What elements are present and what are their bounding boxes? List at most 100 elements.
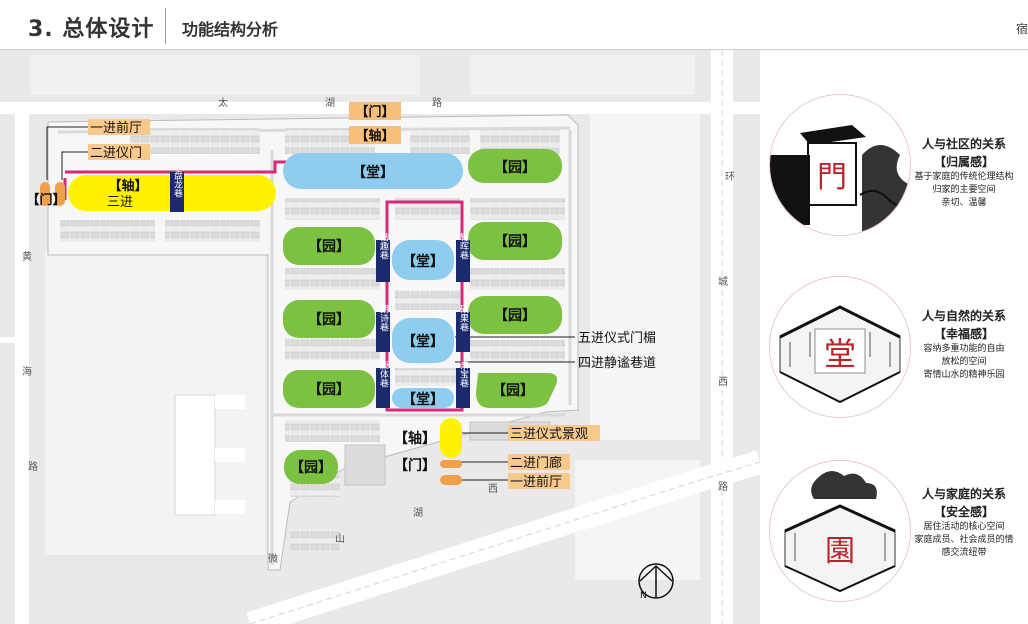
panel-3-desc-2: 家庭成员、社会成员的情: [914, 535, 1014, 545]
garden-roofline: [784, 504, 896, 533]
relationship-panels: 門 人与社区的关系 【归属感】 基于家庭的传统伦理结构 归家的主要空间 亲切、温…: [760, 50, 1028, 624]
alley-xiequ: 谐趣巷: [378, 232, 389, 259]
garden-illustration: 園: [770, 461, 910, 601]
tang-mid1-label: 【堂】: [402, 253, 444, 270]
tang-mid2: [392, 318, 454, 363]
courtyard-inner: [814, 328, 866, 374]
alley-shuoguo: 硕果巷: [458, 304, 469, 331]
alley-qinbao: 亲宝巷: [458, 359, 469, 387]
zhou-south: [440, 418, 462, 458]
qianting-south-bar: [440, 475, 462, 485]
compass-icon: N: [638, 563, 674, 601]
alley-kangti-bar: [376, 368, 390, 408]
road-huan: 环: [725, 172, 735, 183]
men-left-a: [40, 182, 50, 206]
road-lu-left: 路: [28, 460, 38, 473]
east-plot: [590, 110, 700, 440]
alley-langshi: 朗诗巷: [378, 303, 389, 331]
sanjin-label: 三进: [107, 195, 133, 210]
road-tai: 太: [218, 96, 228, 109]
yuan-1-label: 【园】: [494, 160, 536, 176]
alley-qinghui: 轻晖巷: [458, 231, 469, 259]
building-c5: [395, 290, 460, 310]
panel-1-illustration: 門: [769, 94, 911, 236]
tang-bot-label: 【堂】: [402, 391, 444, 408]
west-e-building: [174, 394, 216, 516]
road-hu2: 湖: [413, 507, 423, 519]
leader-c2: [61, 151, 88, 180]
panel-2-title: 人与自然的关系: [921, 309, 1006, 323]
panel-1-title: 人与社区的关系: [921, 137, 1006, 151]
header-divider: [165, 8, 166, 44]
zhou-main-label: 【轴】: [108, 178, 147, 194]
panel-3-title: 人与家庭的关系: [921, 487, 1006, 501]
building-c1: [285, 198, 380, 220]
tang-top-label: 【堂】: [352, 164, 394, 181]
garden-front: [784, 565, 896, 593]
men-top-label: 【门】: [355, 104, 394, 120]
yuan-3-label: 【园】: [494, 234, 536, 250]
road-lu-right: 路: [718, 480, 728, 493]
header-rule: [0, 49, 1028, 50]
yuan-7-label: 【园】: [492, 383, 534, 399]
callout-c3: 五进仪式门楣: [578, 331, 656, 346]
road-hu: 湖: [325, 97, 335, 109]
building-n3: [410, 128, 470, 154]
zhou-south-label: 【轴】: [394, 430, 436, 447]
alley-panlong: 盘龙巷: [172, 169, 183, 197]
panel-1-desc-2: 归家的主要空间: [932, 185, 996, 195]
glyph-yuan: 園: [825, 534, 855, 569]
leader-c1: [46, 126, 88, 180]
header-cut-text: 宿: [1016, 22, 1028, 36]
gate-shadow: [770, 155, 810, 225]
callout-c1-bg: [88, 119, 150, 135]
compass-north-label: N: [640, 591, 647, 601]
road-hai: 海: [22, 365, 32, 378]
panel-2-desc-2: 放松的空间: [941, 357, 987, 367]
panel-1-text: 人与社区的关系 【归属感】 基于家庭的传统伦理结构 归家的主要空间 亲切、温馨: [900, 135, 1028, 210]
yuan-5: [468, 296, 562, 334]
yuan-5-label: 【园】: [494, 308, 536, 324]
panel-3-desc-1: 居住活动的核心空间: [923, 522, 1005, 532]
building-c3: [285, 338, 380, 360]
road-cheng: 城: [718, 276, 728, 288]
yuan-8: [284, 450, 338, 484]
building-n1: [130, 128, 260, 154]
road-labels: 太 湖 路 黄 海 路 环 城 西 路 西 湖 山 微: [22, 96, 735, 565]
garden-columns: [794, 533, 886, 561]
gate-illustration: 門: [770, 95, 910, 235]
callout-c5-bg: [508, 425, 600, 441]
callout-c7: 一进前厅: [510, 474, 562, 490]
gate-wall: [807, 142, 857, 206]
glyph-tang: 堂: [824, 335, 856, 373]
panel-3-feeling: 【安全感】: [933, 505, 994, 519]
courtyard-roofline: [779, 305, 901, 339]
zhou-top-box: [349, 126, 401, 144]
panel-2-illustration: 堂: [769, 276, 911, 418]
panel-3-desc-3: 感交流纽带: [941, 548, 987, 558]
building-c6: [395, 368, 460, 386]
panel-1-desc-1: 基于家庭的传统伦理结构: [914, 172, 1014, 182]
men-south-label: 【门】: [394, 457, 436, 474]
callout-c4: 四进静谧巷道: [578, 356, 656, 371]
men-top-box: [349, 102, 401, 120]
men-left-label: 【门】: [26, 192, 65, 208]
callout-labels: 一进前厅 二进仪门 五进仪式门楣 四进静谧巷道 三进仪式景观 二进门廊 一进前厅: [88, 119, 656, 490]
west-e-bar-3: [215, 500, 245, 514]
courtyard-columns: [789, 332, 891, 367]
road-shan: 山: [335, 533, 345, 545]
road-xi: 西: [718, 377, 728, 388]
panel-1-desc-3: 亲切、温馨: [941, 198, 987, 208]
panel-3-text: 人与家庭的关系 【安全感】 居住活动的核心空间 家庭成员、社会成员的情 感交流纽…: [900, 485, 1028, 560]
building-c2: [285, 268, 380, 290]
tang-top: [283, 153, 463, 189]
yuan-4-label: 【园】: [308, 312, 350, 328]
yuan-2-label: 【园】: [308, 239, 350, 255]
tang-blocks: 【堂】 【堂】 【堂】 【堂】: [283, 153, 463, 408]
yuan-blocks: 【园】 【园】 【园】 【园】 【园】 【园】 【园】 【园】: [283, 149, 562, 484]
building-e1: [470, 198, 565, 220]
callout-c7-bg: [508, 473, 570, 489]
yuan-4: [283, 300, 375, 338]
road-huang: 黄: [22, 250, 32, 263]
yuan-2: [283, 227, 375, 265]
